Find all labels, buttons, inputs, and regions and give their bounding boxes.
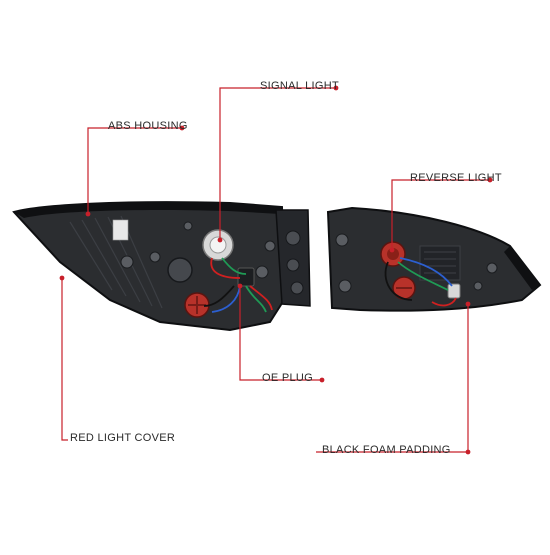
left-bolt-c — [183, 221, 193, 231]
dot-red-light-cover-target — [59, 275, 65, 281]
right-wiring-harness — [384, 257, 457, 307]
left-tail-light-assembly — [12, 201, 311, 332]
label-red-light-cover: RED LIGHT COVER — [70, 432, 176, 444]
left-bolt-e — [255, 265, 269, 279]
left-wiring-harness — [203, 257, 273, 313]
right-housing-rim — [504, 246, 540, 290]
left-mount-bolt-low — [290, 281, 304, 295]
left-mount-bolt-top — [285, 230, 301, 246]
left-red-socket-cross — [188, 296, 206, 314]
left-mounting-tab — [275, 209, 311, 307]
right-bolt-a — [335, 233, 349, 247]
leader-oe-plug — [239, 286, 322, 381]
label-black-foam-padding: BLACK FOAM PADDING — [322, 444, 451, 456]
right-bolt-c — [486, 262, 498, 274]
leader-red-light-cover — [61, 278, 68, 441]
dot-oe-plug-end — [319, 377, 325, 383]
label-abs-housing: ABS HOUSING — [108, 120, 188, 132]
dot-signal-light-target — [217, 237, 223, 243]
label-oe-plug: OE PLUG — [262, 372, 314, 384]
leader-dots — [59, 85, 493, 455]
left-bolt-a — [120, 255, 134, 269]
left-sticker — [112, 219, 129, 241]
leader-signal-light — [219, 87, 336, 240]
dot-black-foam-padding-target — [465, 301, 471, 307]
right-connector — [447, 283, 461, 299]
left-bolt-d — [264, 240, 276, 252]
right-bolt-d — [473, 281, 483, 291]
left-socket-grey — [167, 257, 193, 283]
left-housing-body — [12, 201, 286, 332]
dot-abs-housing-target — [85, 211, 91, 217]
dot-abs-housing-end — [179, 125, 185, 131]
right-tail-light-assembly — [326, 206, 542, 312]
left-mount-bolt-mid — [286, 258, 300, 272]
left-housing-rim — [14, 202, 282, 218]
label-reverse-light: REVERSE LIGHT — [410, 172, 502, 184]
dot-reverse-light-end — [487, 177, 493, 183]
right-vent-lines — [424, 251, 456, 274]
leader-lines — [61, 87, 490, 453]
leader-reverse-light — [391, 179, 490, 250]
dot-signal-light-end — [333, 85, 339, 91]
dot-reverse-light-target — [389, 247, 395, 253]
right-bolt-b — [338, 279, 352, 293]
left-oe-plug-connector — [237, 267, 255, 287]
dot-black-foam-padding-end — [465, 449, 471, 455]
label-signal-light: SIGNAL LIGHT — [260, 80, 339, 92]
left-bolt-b — [149, 251, 161, 263]
leader-black-foam-padding — [316, 304, 469, 453]
leader-abs-housing — [87, 127, 182, 214]
dot-oe-plug-target — [237, 283, 243, 289]
